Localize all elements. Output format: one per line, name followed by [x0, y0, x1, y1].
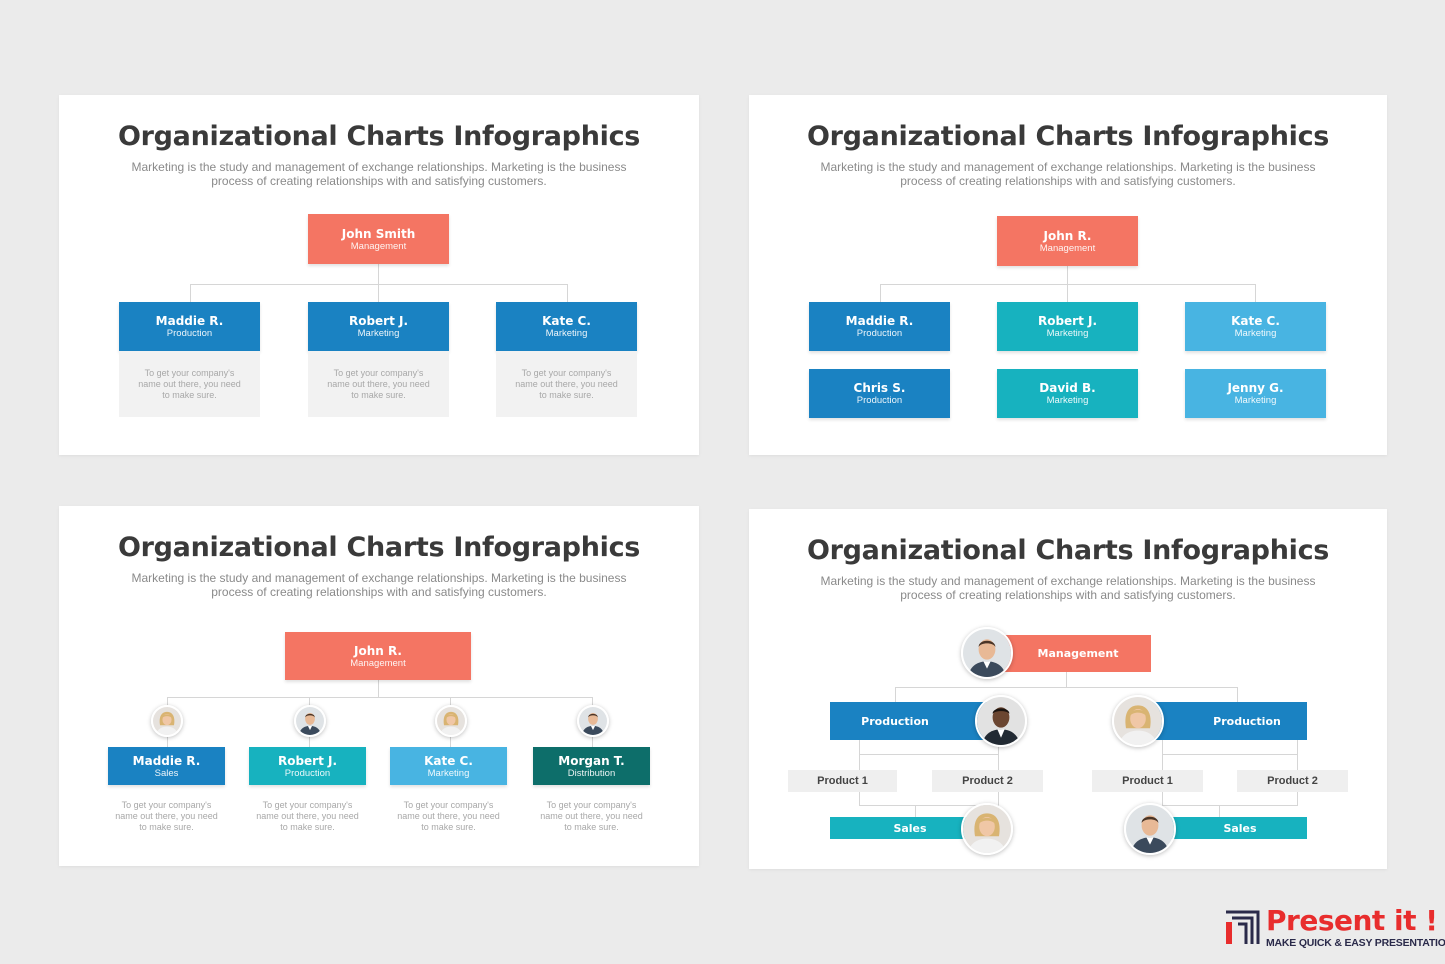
avatar-production-left	[975, 695, 1027, 747]
slide-title: Organizational Charts Infographics	[806, 535, 1330, 566]
connector	[1297, 740, 1298, 770]
connector	[1162, 754, 1298, 755]
connector	[1297, 792, 1298, 806]
brand-mark-icon	[1226, 910, 1260, 944]
connector	[859, 805, 999, 806]
product-box[interactable]: Product 1	[1092, 770, 1203, 792]
top-node[interactable]: John R. Management	[997, 216, 1138, 266]
connector	[880, 284, 881, 302]
slide-subtitle: Marketing is the study and management of…	[820, 160, 1316, 188]
brand-logo: Present it ! MAKE QUICK & EASY PRESENTAT…	[1224, 904, 1445, 954]
node-chris[interactable]: Chris S. Production	[809, 369, 950, 418]
avatar-management	[961, 627, 1013, 679]
avatar-kate	[435, 705, 467, 737]
connector	[190, 284, 191, 302]
connector	[859, 792, 860, 806]
connector	[167, 697, 593, 698]
connector	[1162, 792, 1163, 806]
slide-4[interactable]: Organizational Charts Infographics Marke…	[749, 509, 1387, 869]
child-node-maddie[interactable]: Maddie R. Production	[119, 302, 260, 351]
connector	[895, 687, 1238, 688]
sales-bar-right[interactable]: Sales	[1143, 817, 1307, 839]
child-node-kate[interactable]: Kate C. Marketing	[496, 302, 637, 351]
node-jenny[interactable]: Jenny G. Marketing	[1185, 369, 1326, 418]
node-kate[interactable]: Kate C. Marketing	[390, 747, 507, 785]
avatar-morgan	[577, 705, 609, 737]
sales-bar-left[interactable]: Sales	[830, 817, 990, 839]
product-box[interactable]: Product 2	[932, 770, 1043, 792]
node-maddie[interactable]: Maddie R. Sales	[108, 747, 225, 785]
connector	[880, 284, 1256, 285]
brand-name: Present it !	[1266, 904, 1438, 937]
connector	[895, 687, 896, 702]
node-maddie[interactable]: Maddie R. Production	[809, 302, 950, 351]
slide-title: Organizational Charts Infographics	[117, 532, 641, 563]
slide-title: Organizational Charts Infographics	[806, 121, 1330, 152]
slide-subtitle: Marketing is the study and management of…	[820, 574, 1316, 602]
connector	[998, 792, 999, 806]
slide-1[interactable]: Organizational Charts Infographics Marke…	[59, 95, 699, 455]
connector	[378, 264, 379, 285]
avatar-sales-left	[961, 803, 1013, 855]
connector	[190, 284, 568, 285]
connector	[1067, 284, 1068, 302]
slide-2[interactable]: Organizational Charts Infographics Marke…	[749, 95, 1387, 455]
avatar-maddie	[151, 705, 183, 737]
node-morgan[interactable]: Morgan T. Distribution	[533, 747, 650, 785]
connector	[1066, 672, 1067, 688]
avatar-production-right	[1112, 695, 1164, 747]
node-robert[interactable]: Robert J. Production	[249, 747, 366, 785]
connector	[378, 284, 379, 302]
connector	[567, 284, 568, 302]
slide-title: Organizational Charts Infographics	[117, 121, 641, 152]
connector	[1067, 266, 1068, 285]
avatar-robert	[294, 705, 326, 737]
brand-tagline: MAKE QUICK & EASY PRESENTATIONS	[1266, 937, 1445, 949]
slide-subtitle: Marketing is the study and management of…	[131, 571, 627, 599]
node-david[interactable]: David B. Marketing	[997, 369, 1138, 418]
connector	[378, 680, 379, 698]
connector	[1219, 805, 1220, 817]
node-robert[interactable]: Robert J. Marketing	[997, 302, 1138, 351]
avatar-sales-right	[1124, 803, 1176, 855]
connector	[915, 805, 916, 817]
connector	[1255, 284, 1256, 302]
connector	[1162, 740, 1163, 770]
connector	[1237, 687, 1238, 702]
product-box[interactable]: Product 1	[788, 770, 897, 792]
connector	[859, 754, 999, 755]
management-bar[interactable]: Management	[997, 635, 1151, 672]
top-node[interactable]: John Smith Management	[308, 214, 449, 264]
top-node[interactable]: John R. Management	[285, 632, 471, 680]
connector	[1162, 805, 1298, 806]
connector	[998, 740, 999, 770]
slide-subtitle: Marketing is the study and management of…	[131, 160, 627, 188]
product-box[interactable]: Product 2	[1237, 770, 1348, 792]
node-kate[interactable]: Kate C. Marketing	[1185, 302, 1326, 351]
slide-3[interactable]: Organizational Charts Infographics Marke…	[59, 506, 699, 866]
child-node-robert[interactable]: Robert J. Marketing	[308, 302, 449, 351]
connector	[859, 740, 860, 770]
